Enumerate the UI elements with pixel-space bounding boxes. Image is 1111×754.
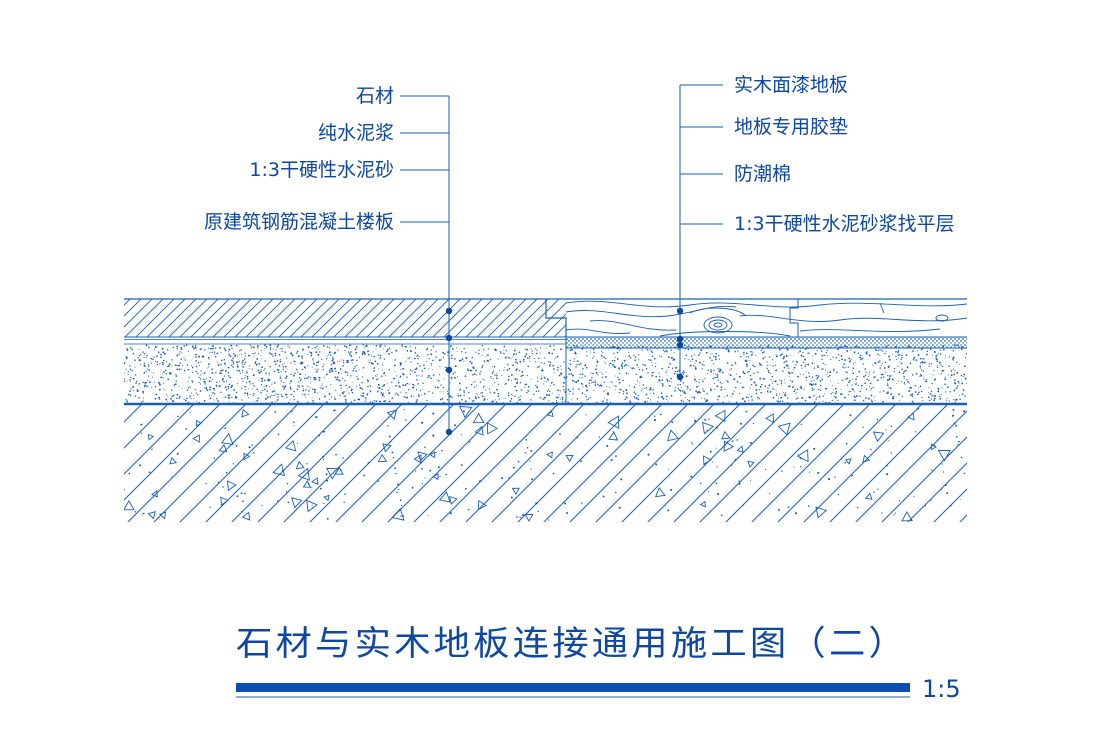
wood-tongue-right [789,299,799,337]
left-leaders [400,95,450,432]
label-moisture-barrier: 防潮棉 [734,163,791,185]
right-leader-dots [676,307,684,381]
right-leaders [679,84,723,378]
moisture-barrier-layer [566,342,967,348]
drawing-title: 石材与实木地板连接通用施工图（二） [236,624,908,664]
wood-floor-layer [565,300,967,337]
label-wood-floor: 实木面漆地板 [734,74,848,96]
title-underline-thick [236,683,910,692]
concrete-slab [124,404,967,522]
stone-wood-joint [545,299,567,339]
rubber-pad-layer [566,337,967,342]
left-leader-dots [445,307,453,436]
right-labels: 实木面漆地板 地板专用胶垫 防潮棉 1:3干硬性水泥砂浆找平层 [734,74,955,235]
mortar-layer [124,344,967,404]
label-stone: 石材 [356,85,394,107]
label-dry-mortar: 1:3干硬性水泥砂 [249,159,394,181]
left-labels: 石材 纯水泥浆 1:3干硬性水泥砂 原建筑钢筋混凝土楼板 [204,85,394,233]
label-leveling-layer: 1:3干硬性水泥砂浆找平层 [734,213,955,235]
layer-boundaries [124,298,967,406]
stone-layer [124,299,566,337]
drawing-scale: 1:5 [922,675,961,703]
label-cement-paste: 纯水泥浆 [318,122,394,144]
label-floor-pad: 地板专用胶垫 [734,116,848,138]
label-concrete-slab: 原建筑钢筋混凝土楼板 [204,211,394,233]
floor-section [124,298,967,522]
